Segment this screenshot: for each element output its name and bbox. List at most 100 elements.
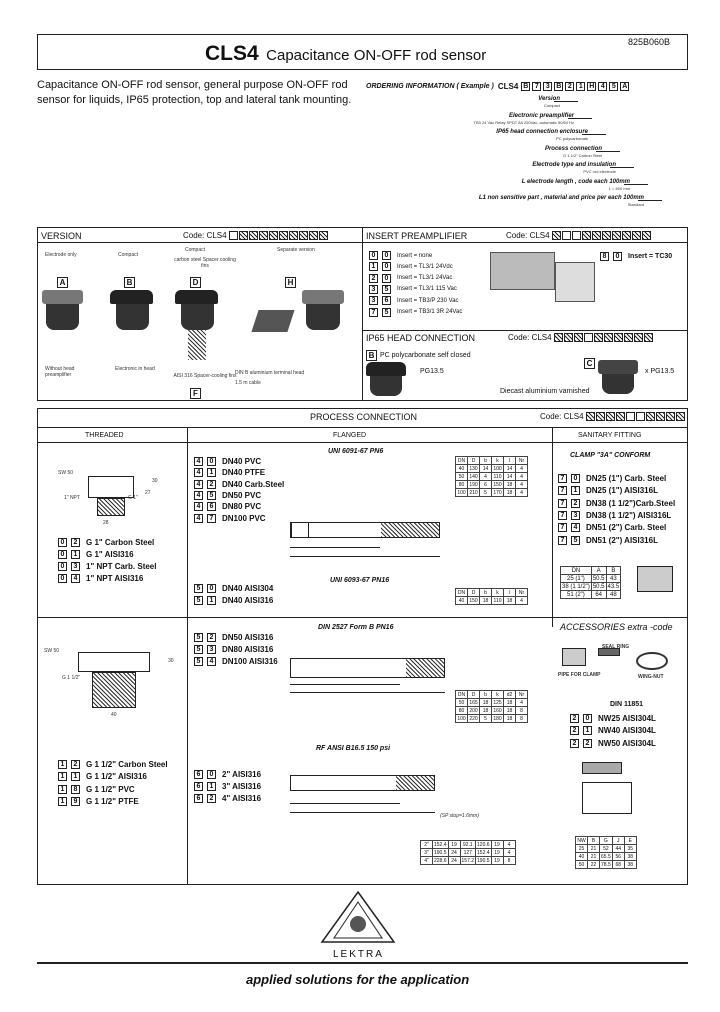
- table-header-cell: l: [503, 456, 516, 465]
- option-label: DN50 AISI316: [222, 633, 274, 642]
- thr-a-dim-npt: 1" NPT: [64, 495, 80, 501]
- version-h-letter: H: [285, 277, 296, 288]
- option-code-digit: 5: [194, 596, 203, 605]
- option-label: Insert = TL3/1 24Vdc: [397, 263, 453, 270]
- version-h-sensor-icon: [250, 290, 350, 370]
- table-cell: 92.1: [459, 840, 477, 849]
- thr-b-drawing: [78, 652, 150, 672]
- table-cell: 120.6: [475, 840, 492, 849]
- option-code-digit: 7: [558, 486, 567, 496]
- version-h-note2: 1.5 m cable: [235, 380, 261, 386]
- version-b-name: Compact: [118, 252, 139, 258]
- table-header-cell: A: [590, 566, 607, 575]
- table-cell: 8: [515, 714, 528, 723]
- ordering-line-sub: PC polycarbonate: [556, 136, 588, 141]
- col-flanged: FLANGED: [333, 432, 367, 439]
- table-cell: 4: [515, 464, 528, 473]
- table-cell: 100: [455, 714, 468, 723]
- ordering-code-digit: 1: [576, 82, 586, 91]
- ordering-line-label: Electrode type and insulation: [532, 162, 616, 168]
- table-cell: 19: [490, 848, 504, 857]
- version-b-note: Electronic in head: [115, 366, 155, 372]
- table-cell: 180: [491, 714, 504, 723]
- ordering-code-digit: 3: [543, 82, 553, 91]
- fl-d-std: RF ANSI B16.5 150 psi: [316, 745, 391, 752]
- table-cell: 210: [467, 488, 480, 497]
- table-cell: 50.5: [590, 582, 607, 591]
- san-b-std: DIN 11851: [610, 701, 644, 708]
- head-b-letter: B: [366, 350, 377, 361]
- seal-ring-icon: [598, 648, 620, 656]
- header-box: [37, 34, 688, 70]
- model-subtitle: Capacitance ON-OFF rod sensor: [266, 47, 487, 64]
- option-label: 1" NPT AISI316: [86, 574, 144, 583]
- table-cell: 35: [623, 844, 637, 853]
- option-code-digit: 8: [71, 784, 80, 794]
- option-code-digit: 4: [194, 513, 203, 523]
- option-label: G 1 1/2" PTFE: [86, 796, 139, 806]
- table-cell: 150: [467, 596, 480, 605]
- table-cell: 18: [479, 698, 492, 707]
- table-cell: 21: [587, 852, 600, 861]
- table-cell: 19: [490, 856, 504, 865]
- option-label: DN38 (1 1/2")Carb.Steel: [586, 498, 676, 508]
- option-code-digit: 9: [71, 796, 80, 806]
- table-cell: 38 (1 1/2"): [560, 582, 592, 591]
- table-cell: 80: [455, 706, 468, 715]
- option-code-digit: 4: [207, 657, 216, 666]
- table-cell: 65.5: [599, 852, 613, 861]
- version-d-note2: AISI 316 Spacer-cooling fins: [173, 373, 237, 379]
- table-header-cell: b: [479, 456, 492, 465]
- table-cell: 14: [479, 464, 492, 473]
- option-label: 3" AISI316: [222, 782, 262, 791]
- option-code-digit: 2: [71, 538, 80, 547]
- option-code-digit: 2: [207, 633, 216, 642]
- option-label: Insert = TL3/1 115 Vac: [397, 286, 457, 293]
- table-cell: 18: [503, 714, 516, 723]
- table-cell: 4": [420, 856, 433, 865]
- table-cell: 18: [503, 488, 516, 497]
- tagline: applied solutions for the application: [246, 972, 470, 987]
